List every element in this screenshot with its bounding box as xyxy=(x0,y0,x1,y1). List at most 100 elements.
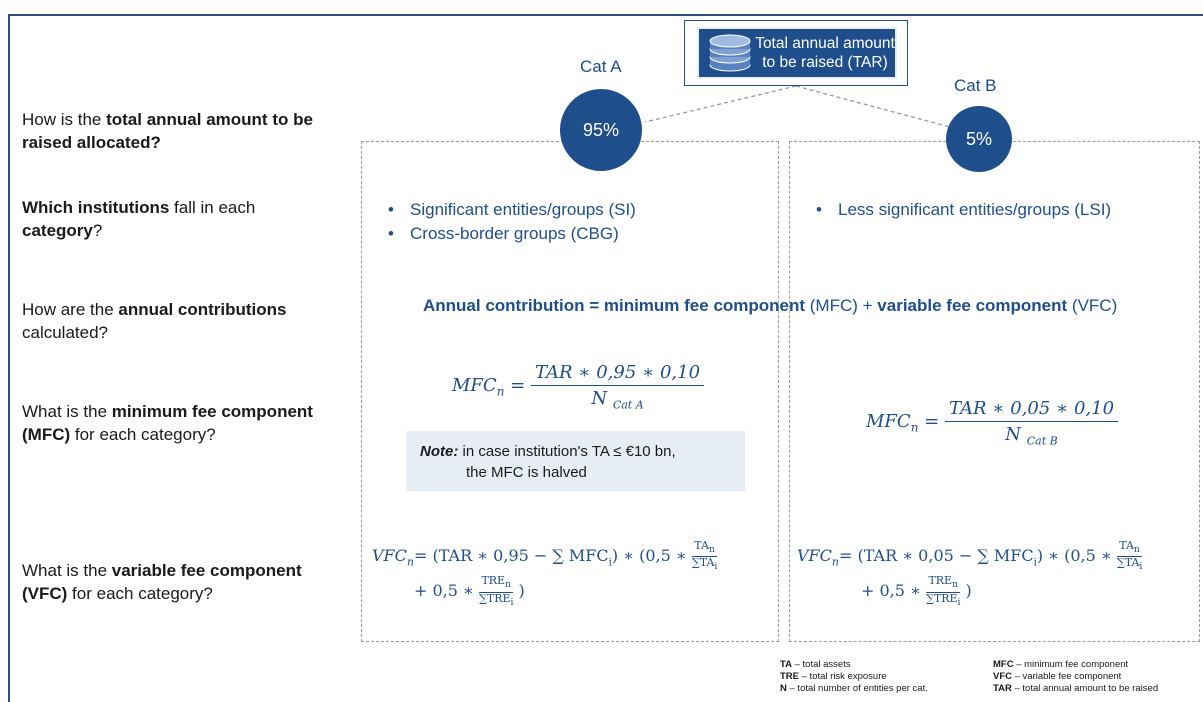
mfc-formula-cat-a: MFCn = TAR ∗ 0,95 ∗ 0,10 N Cat A xyxy=(452,362,705,412)
q4-bold2: (MFC) xyxy=(22,425,71,444)
q2-bold2: category xyxy=(22,221,93,240)
note-line2: the MFC is halved xyxy=(466,464,587,481)
tar-label-line2: to be raised (TAR) xyxy=(762,54,888,71)
vfc-a-line1: = (TAR ∗ 0,95 − ∑ MFC xyxy=(414,546,609,566)
q5-bold1: variable fee component xyxy=(111,561,302,580)
cat-b-institution-list: Less significant entities/groups (LSI) xyxy=(816,198,1111,222)
mfc-b-sub: n xyxy=(910,420,919,435)
cat-b-percent: 5% xyxy=(965,128,992,149)
q5-post: for each category? xyxy=(67,584,213,603)
legend-n-abbr: N xyxy=(780,683,787,694)
list-item: Significant entities/groups (SI) xyxy=(388,198,636,222)
mfc-b-numerator: TAR ∗ 0,05 ∗ 0,10 xyxy=(944,398,1119,422)
legend-left: TA – total assets TRE – total risk expos… xyxy=(780,659,928,695)
vfc-b-sub: n xyxy=(831,555,839,569)
cat-b-label: Cat B xyxy=(954,76,997,95)
mfc-b-fraction: TAR ∗ 0,05 ∗ 0,10 N Cat B xyxy=(944,398,1119,448)
mfc-a-sub: n xyxy=(496,384,505,399)
q2-mid: fall in each xyxy=(169,198,256,217)
vfc-b-close: ) xyxy=(965,581,972,601)
vfc-formula-cat-a: VFCn= (TAR ∗ 0,95 − ∑ MFCi) ∗ (0,5 ∗ TAn… xyxy=(372,539,718,608)
q1-bold: total annual amount to be raised allocat… xyxy=(22,110,313,152)
coins-icon xyxy=(709,34,751,72)
vfc-a-second-line: + 0,5 ∗ TREn∑TREi ) xyxy=(414,575,717,608)
q4-pre: What is the xyxy=(22,402,112,421)
mfc-b-den-text: N xyxy=(1005,424,1022,445)
vfc-a-tre-fraction: TREn∑TREi xyxy=(479,574,514,608)
q4-bold1: minimum fee component xyxy=(111,402,313,421)
contribution-formula: Annual contribution = minimum fee compon… xyxy=(423,296,1117,316)
tar-inner: Total annual amount to be raised (TAR) xyxy=(697,27,897,79)
vfc-a-sub: n xyxy=(406,555,414,569)
legend-vfc: – variable fee component xyxy=(1012,671,1122,682)
mfc-a-den-text: N xyxy=(591,388,608,409)
q2-post: ? xyxy=(92,221,103,240)
vfc-b-rest: ) ∗ (0,5 ∗ xyxy=(1036,546,1112,566)
tar-box: Total annual amount to be raised (TAR) xyxy=(684,20,908,86)
tar-label: Total annual amount to be raised (TAR) xyxy=(755,34,895,72)
cat-a-percent: 95% xyxy=(582,119,620,140)
vfc-b-ta-fraction: TAn∑TAi xyxy=(1116,539,1143,573)
vfc-b-tre-fraction: TREn∑TREi xyxy=(926,574,961,608)
legend-tre: – total risk exposure xyxy=(799,671,887,682)
legend-mfc-abbr: MFC xyxy=(993,659,1014,670)
contribution-d: variable fee component xyxy=(877,296,1068,315)
vfc-b-line1: = (TAR ∗ 0,05 − ∑ MFC xyxy=(839,546,1034,566)
vfc-b-lhs: VFC xyxy=(797,546,832,566)
question-allocation: How is the total annual amount to be rai… xyxy=(22,108,352,154)
contribution-b: minimum fee component xyxy=(603,296,806,315)
legend-ta: – total assets xyxy=(791,659,851,670)
mfc-a-den-sub: Cat A xyxy=(612,398,644,412)
legend-mfc: – minimum fee component xyxy=(1013,659,1129,670)
contribution-a: Annual contribution = xyxy=(423,296,604,315)
connector-line-b xyxy=(795,85,951,128)
q2-bold1: Which institutions xyxy=(22,198,170,217)
mfc-b-lhs: MFC xyxy=(866,411,911,432)
cat-a-percent-circle: 95% xyxy=(560,89,642,171)
slide-frame xyxy=(8,14,1203,702)
q3-pre: How are the xyxy=(22,300,119,319)
legend-tar-abbr: TAR xyxy=(993,683,1012,694)
q5-bold2: (VFC) xyxy=(22,584,68,603)
cat-b-percent-circle: 5% xyxy=(946,106,1012,172)
legend-ta-abbr: TA xyxy=(780,659,792,670)
legend-n: – total number of entities per cat. xyxy=(786,683,928,694)
list-item: Cross-border groups (CBG) xyxy=(388,222,636,246)
question-contributions: How are the annual contributions calcula… xyxy=(22,298,322,344)
vfc-a-rest: ) ∗ (0,5 ∗ xyxy=(611,546,687,566)
mfc-a-denominator: N Cat A xyxy=(591,386,643,412)
q3-post: calculated? xyxy=(22,323,109,342)
contribution-e: (VFC) xyxy=(1067,296,1118,315)
vfc-formula-cat-b: VFCn= (TAR ∗ 0,05 − ∑ MFCi) ∗ (0,5 ∗ TAn… xyxy=(797,539,1143,608)
legend-vfc-abbr: VFC xyxy=(993,671,1012,682)
q5-pre: What is the xyxy=(22,561,112,580)
legend-tar: – total annual amount to be raised xyxy=(1011,683,1159,694)
contribution-c: (MFC) + xyxy=(805,296,878,315)
vfc-b-line2: + 0,5 ∗ xyxy=(861,581,921,601)
cat-a-label: Cat A xyxy=(580,57,622,76)
vfc-b-second-line: + 0,5 ∗ TREn∑TREi ) xyxy=(861,575,1142,608)
vfc-a-line2: + 0,5 ∗ xyxy=(414,581,474,601)
connector-line-a xyxy=(644,85,797,123)
mfc-a-fraction: TAR ∗ 0,95 ∗ 0,10 N Cat A xyxy=(530,362,705,412)
note-label: Note: xyxy=(420,443,459,460)
q1-post: ? xyxy=(150,133,161,152)
mfc-a-numerator: TAR ∗ 0,95 ∗ 0,10 xyxy=(530,362,705,386)
legend-right: MFC – minimum fee component VFC – variab… xyxy=(993,659,1158,695)
tar-label-line1: Total annual amount xyxy=(755,35,895,52)
vfc-a-ta-fraction: TAn∑TAi xyxy=(691,539,718,573)
question-vfc: What is the variable fee component(VFC) … xyxy=(22,559,342,605)
question-institutions: Which institutions fall in each category… xyxy=(22,196,322,242)
q3-bold: annual contributions xyxy=(118,300,287,319)
note-line1: in case institution's TA ≤ €10 bn, xyxy=(458,443,676,460)
cat-a-institution-list: Significant entities/groups (SI) Cross-b… xyxy=(388,198,636,246)
question-mfc: What is the minimum fee component(MFC) f… xyxy=(22,400,342,446)
mfc-b-den-sub: Cat B xyxy=(1026,434,1058,448)
note-box: Note: in case institution's TA ≤ €10 bn,… xyxy=(406,431,745,491)
mfc-a-lhs: MFC xyxy=(452,375,497,396)
mfc-b-denominator: N Cat B xyxy=(1005,422,1057,448)
q1-text: How is the xyxy=(22,110,107,129)
vfc-a-close: ) xyxy=(518,581,525,601)
vfc-a-lhs: VFC xyxy=(372,546,407,566)
